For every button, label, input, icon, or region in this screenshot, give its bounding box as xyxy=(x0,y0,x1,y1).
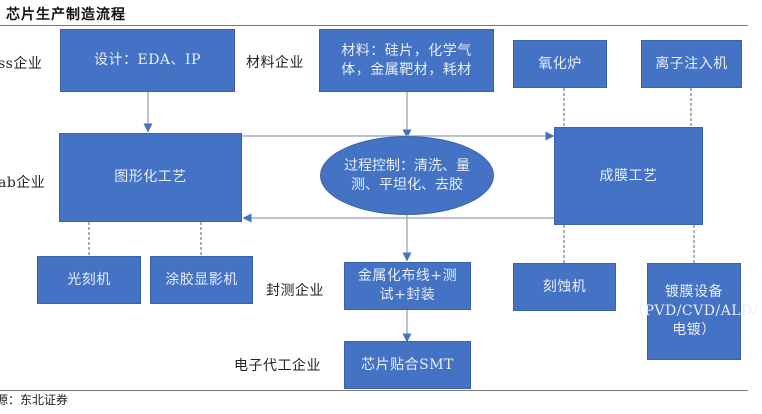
box-materials: 材料：硅片，化学气体，金属靶材，耗材 xyxy=(319,29,494,92)
box-lithography-process: 图形化工艺 xyxy=(59,133,242,222)
box-metallization-test-pack: 金属化布线+测试+封装 xyxy=(344,262,471,310)
box-etcher: 刻蚀机 xyxy=(513,263,616,311)
row-label-materials: 材料企业 xyxy=(246,55,304,71)
box-smt: 芯片贴合SMT xyxy=(344,341,471,389)
top-rule xyxy=(0,25,748,26)
box-film-process: 成膜工艺 xyxy=(554,127,703,225)
row-label-packaging: 封测企业 xyxy=(266,283,324,299)
box-design: 设计：EDA、IP xyxy=(60,29,235,92)
box-deposition-equipment: 镀膜设备（PVD/CVD/ALD/电镀） xyxy=(630,263,758,360)
row-label-fabless: ss企业 xyxy=(0,56,43,72)
ellipse-process-control: 过程控制：清洗、量测、平坦化、去胶 xyxy=(320,136,494,215)
box-coater-developer: 涂胶显影机 xyxy=(150,256,253,304)
bottom-rule xyxy=(0,390,748,391)
row-label-fab: ab企业 xyxy=(0,175,46,191)
row-label-ems: 电子代工企业 xyxy=(234,358,321,374)
box-oxidation-furnace: 氧化炉 xyxy=(513,40,607,88)
box-ion-implanter: 离子注入机 xyxy=(641,40,742,88)
source-note: 源：东北证券 xyxy=(0,393,69,407)
diagram-title: 芯片生产制造流程 xyxy=(6,7,126,23)
box-lithography-machine: 光刻机 xyxy=(37,256,141,304)
